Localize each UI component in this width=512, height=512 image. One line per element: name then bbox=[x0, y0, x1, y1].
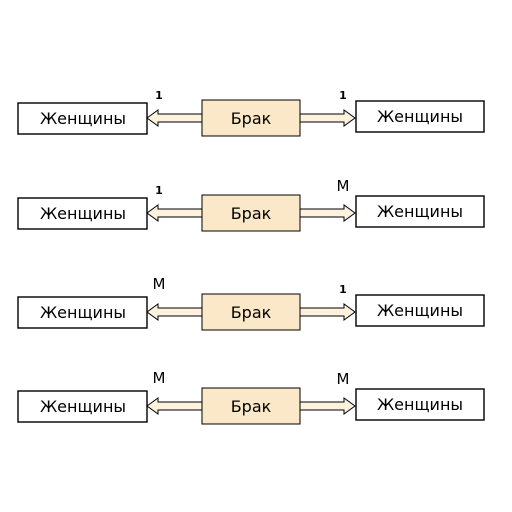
right-cardinality: M bbox=[337, 177, 350, 195]
er-row-2: Женщины Брак Женщины 1 M bbox=[17, 177, 485, 232]
left-entity-label: Женщины bbox=[40, 303, 126, 322]
right-entity-label: Женщины bbox=[377, 202, 463, 221]
right-arrow bbox=[299, 204, 356, 222]
relationship-label: Брак bbox=[231, 204, 272, 223]
right-entity-label: Женщины bbox=[377, 301, 463, 320]
left-entity-box bbox=[17, 197, 148, 230]
left-cardinality: 1 bbox=[155, 184, 163, 197]
left-entity-box bbox=[17, 296, 148, 329]
right-cardinality: 1 bbox=[339, 89, 347, 102]
left-arrow bbox=[146, 109, 204, 127]
right-entity-box bbox=[355, 294, 485, 327]
right-entity-box bbox=[355, 100, 485, 133]
right-entity-box bbox=[355, 388, 485, 421]
relationship-box bbox=[201, 387, 301, 425]
relationship-label: Брак bbox=[231, 303, 272, 322]
right-arrow bbox=[299, 303, 356, 321]
left-entity-label: Женщины bbox=[40, 109, 126, 128]
left-entity-box bbox=[17, 102, 148, 135]
right-entity-label: Женщины bbox=[377, 107, 463, 126]
left-entity-label: Женщины bbox=[40, 204, 126, 223]
left-entity-box bbox=[17, 390, 148, 423]
right-arrow bbox=[299, 109, 356, 127]
relationship-box bbox=[201, 194, 301, 232]
left-arrow bbox=[146, 397, 204, 415]
right-entity-label: Женщины bbox=[377, 395, 463, 414]
er-row-3: Женщины Брак Женщины M 1 bbox=[17, 275, 485, 331]
left-cardinality: M bbox=[153, 275, 166, 293]
relationship-box bbox=[201, 99, 301, 137]
relationship-box bbox=[201, 293, 301, 331]
left-arrow bbox=[146, 204, 204, 222]
left-arrow bbox=[146, 303, 204, 321]
relationship-label: Брак bbox=[231, 397, 272, 416]
left-entity-label: Женщины bbox=[40, 397, 126, 416]
right-entity-box bbox=[355, 195, 485, 228]
er-row-4: Женщины Брак Женщины M M bbox=[17, 369, 485, 425]
left-cardinality: 1 bbox=[155, 89, 163, 102]
er-row-1: Женщины Брак Женщины 1 1 bbox=[17, 89, 485, 137]
relationship-label: Брак bbox=[231, 109, 272, 128]
right-cardinality: M bbox=[337, 370, 350, 388]
right-arrow bbox=[299, 397, 356, 415]
right-cardinality: 1 bbox=[339, 283, 347, 296]
left-cardinality: M bbox=[153, 369, 166, 387]
